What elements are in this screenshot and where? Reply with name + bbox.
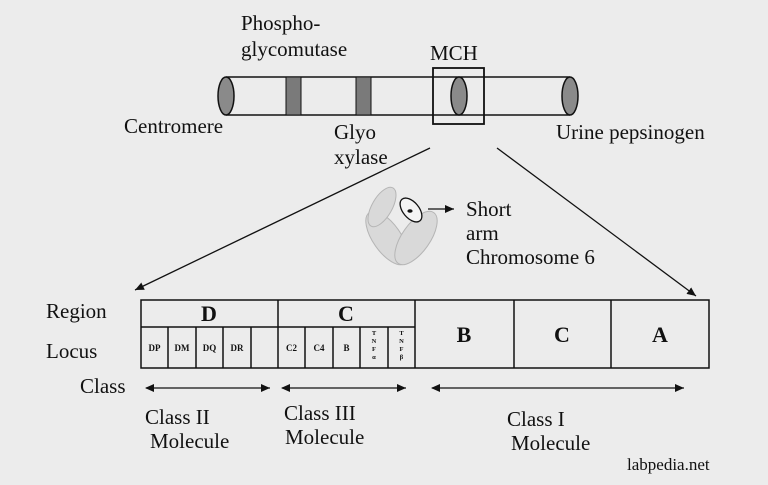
locus-tnf-beta-2: N <box>399 338 404 345</box>
region-c-class3: C <box>338 301 354 326</box>
mch-label: MCH <box>430 41 478 65</box>
row-label-class: Class <box>80 374 126 398</box>
locus-dq: DQ <box>203 343 217 353</box>
region-c-class1: C <box>554 322 570 347</box>
locus-dm: DM <box>175 343 190 353</box>
short-arm-label-line3: Chromosome 6 <box>466 245 595 269</box>
locus-dp: DP <box>149 343 161 353</box>
short-arm-dot <box>407 209 413 213</box>
row-label-locus: Locus <box>46 339 97 363</box>
chromosome-left-cap <box>217 76 235 116</box>
locus-tnf-alpha-1: T <box>372 330 377 337</box>
locus-tnf-beta-3: F <box>400 346 404 353</box>
mch-highlight-box <box>432 67 485 125</box>
centromere-constriction <box>450 76 468 116</box>
locus-tnf-beta-4: β <box>400 354 404 361</box>
class2-label-line1: Class II <box>145 405 210 429</box>
chromosome-x-icon <box>365 186 438 266</box>
class2-label-line2: Molecule <box>150 429 229 453</box>
class1-label-line2: Molecule <box>511 431 590 455</box>
chromatid-upper-left <box>367 186 397 228</box>
centromere-label: Centromere <box>124 114 223 138</box>
chromatid-lower-right <box>394 210 438 266</box>
class3-label-line2: Molecule <box>285 425 364 449</box>
table-outline <box>140 299 710 369</box>
region-a: A <box>652 322 668 347</box>
locus-tnf-alpha-3: F <box>372 346 376 353</box>
glyo-label-line2: xylase <box>334 145 388 169</box>
glyo-label-line1: Glyo <box>334 120 376 144</box>
locus-dr: DR <box>231 343 244 353</box>
watermark: labpedia.net <box>627 455 710 474</box>
class1-label-line1: Class I <box>507 407 565 431</box>
expansion-arrow-left <box>134 147 431 291</box>
region-d: D <box>201 301 217 326</box>
class3-label-line1: Class III <box>284 401 356 425</box>
region-b: B <box>457 322 472 347</box>
locus-tnf-alpha-2: N <box>372 338 377 345</box>
phosphoglycomutase-band <box>285 76 302 116</box>
short-arm-label-line2: arm <box>466 221 499 245</box>
locus-b: B <box>343 343 349 353</box>
expansion-arrow-right <box>496 147 697 297</box>
phospho-label-line2: glycomutase <box>241 37 347 61</box>
locus-tnf-alpha-4: α <box>372 354 376 361</box>
chromosome <box>217 67 579 125</box>
locus-tnf-beta-1: T <box>399 330 404 337</box>
locus-c2: C2 <box>286 343 297 353</box>
region-table <box>140 299 710 369</box>
row-label-region: Region <box>46 299 107 323</box>
locus-c4: C4 <box>314 343 325 353</box>
phospho-label-line1: Phospho- <box>241 11 320 35</box>
urine-pepsinogen-label: Urine pepsinogen <box>556 120 705 144</box>
short-arm-label-line1: Short <box>466 197 512 221</box>
chromosome-right-cap <box>561 76 579 116</box>
glyoxylase-band <box>355 76 372 116</box>
